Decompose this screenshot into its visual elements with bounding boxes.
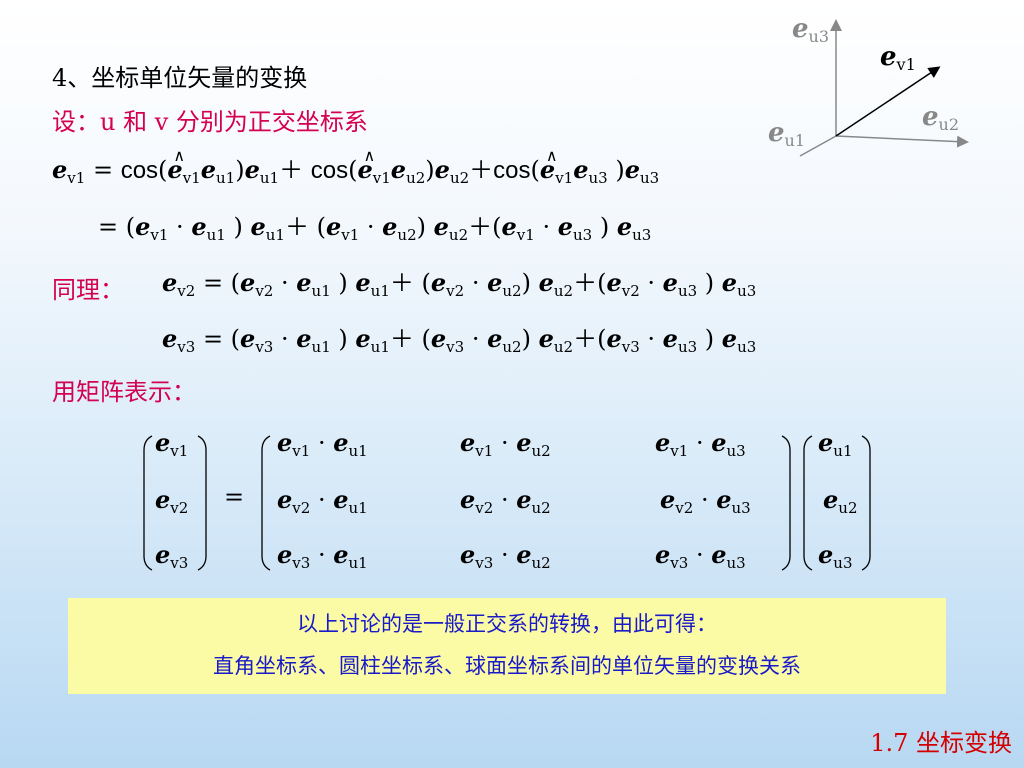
axis-label-u1: eu1 xyxy=(768,118,806,150)
axis-u1-line xyxy=(799,135,837,157)
axis-label-v1: ev1 xyxy=(880,42,916,74)
section-heading: 4、坐标单位矢量的变换 xyxy=(52,64,308,92)
summary-note-line1: 以上讨论的是一般正交系的转换，由此可得： xyxy=(297,612,717,636)
matrix-lhs-ev3: ev3 xyxy=(155,540,189,572)
matrix-cell-33: ev3 · eu3 xyxy=(655,540,746,572)
footer-section-label: 1.7 坐标变换 xyxy=(870,729,1012,757)
matrix-cell-31: ev3 · eu1 xyxy=(277,540,368,572)
matrix-equation: ev1 ev2 ev3 = ev1 · eu1 ev1 · eu2 ev1 · … xyxy=(143,428,871,572)
axis-label-u3: eu3 xyxy=(792,14,830,46)
equation-ev1-dot: = (ev1 · eu1 ) eu1＋ (ev1 · eu2) eu2＋(ev1… xyxy=(98,212,652,244)
matrix-brackets xyxy=(143,435,871,571)
summary-note-line2: 直角坐标系、圆柱坐标系、球面坐标系间的单位矢量的变换关系 xyxy=(213,654,801,678)
matrix-rhs-eu2: eu2 xyxy=(823,485,858,517)
summary-note: 以上讨论的是一般正交系的转换，由此可得： 直角坐标系、圆柱坐标系、球面坐标系间的… xyxy=(68,598,946,694)
axis-label-u2: eu2 xyxy=(922,102,960,134)
vector-v1-line xyxy=(835,66,941,137)
equation-ev1-cos: ev1 = cos(∧ev1eu1)eu1＋ cos(∧ev1eu2)eu2＋c… xyxy=(52,146,660,187)
matrix-rhs-eu1: eu1 xyxy=(818,428,853,460)
axis-u2-line xyxy=(835,135,969,148)
matrix-equals: = xyxy=(224,483,245,511)
matrix-cell-12: ev1 · eu2 xyxy=(460,428,551,460)
matrix-label: 用矩阵表示： xyxy=(52,378,196,406)
setup-statement: 设：u 和 v 分别为正交坐标系 xyxy=(52,108,368,136)
matrix-cell-22: ev2 · eu2 xyxy=(460,485,551,517)
matrix-cell-13: ev1 · eu3 xyxy=(655,428,746,460)
matrix-cell-32: ev3 · eu2 xyxy=(460,540,551,572)
matrix-rhs-eu3: eu3 xyxy=(818,540,853,572)
same-label: 同理： xyxy=(52,276,124,304)
matrix-cell-23: ev2 · eu3 xyxy=(660,485,751,517)
axis-diagram xyxy=(799,19,969,157)
matrix-lhs-ev2: ev2 xyxy=(155,485,189,517)
matrix-cell-11: ev1 · eu1 xyxy=(277,428,368,460)
matrix-lhs-ev1: ev1 xyxy=(155,428,189,460)
matrix-cell-21: ev2 · eu1 xyxy=(277,485,368,517)
equation-ev3: ev3 = (ev3 · eu1 ) eu1＋ (ev3 · eu2) eu2＋… xyxy=(162,324,757,356)
equation-ev2: ev2 = (ev2 · eu1 ) eu1＋ (ev2 · eu2) eu2＋… xyxy=(162,268,757,300)
